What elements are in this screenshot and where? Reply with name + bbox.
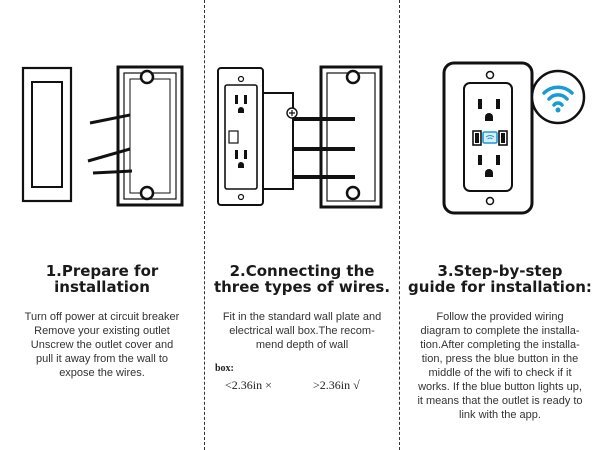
step-2-title: 2.Connecting the three types of wires.: [213, 262, 391, 296]
step-3-illustration: [442, 61, 586, 215]
step-2-illustration: [217, 65, 383, 209]
step-1-title: 1.Prepare for installation: [45, 262, 159, 296]
step-3-panel: 3.Step-by-step guide for installation: F…: [400, 0, 600, 450]
step-3-title: 3.Step-by-step guide for installation:: [408, 262, 592, 296]
step-2-panel: 2.Connecting the three types of wires. F…: [205, 0, 399, 450]
outlet-plate: [217, 67, 264, 206]
connected-wires: [293, 117, 355, 179]
step-2-description: Fit in the standard wall plate and elect…: [222, 311, 382, 351]
wall-box: [319, 65, 383, 209]
step-1-panel: 1.Prepare for installation Turn off powe…: [0, 0, 204, 450]
wall-box: [116, 65, 184, 207]
smart-outlet-plate: [442, 61, 534, 215]
step-1-description: Turn off power at circuit breaker Remove…: [24, 311, 180, 379]
cover-plate: [21, 66, 73, 203]
outlet-body: [262, 92, 298, 190]
divider-right: [399, 0, 400, 450]
step-2-note-label: box:: [215, 363, 234, 374]
divider-left: [204, 0, 205, 450]
measure-too-shallow: <2.36in ×: [225, 378, 272, 392]
step-1-illustration: [21, 65, 184, 207]
measure-recommended: >2.36in √: [313, 378, 360, 392]
loose-wires: [87, 113, 133, 175]
step-3-description: Follow the provided wiring diagram to co…: [417, 311, 583, 421]
wifi-icon: [530, 69, 586, 125]
